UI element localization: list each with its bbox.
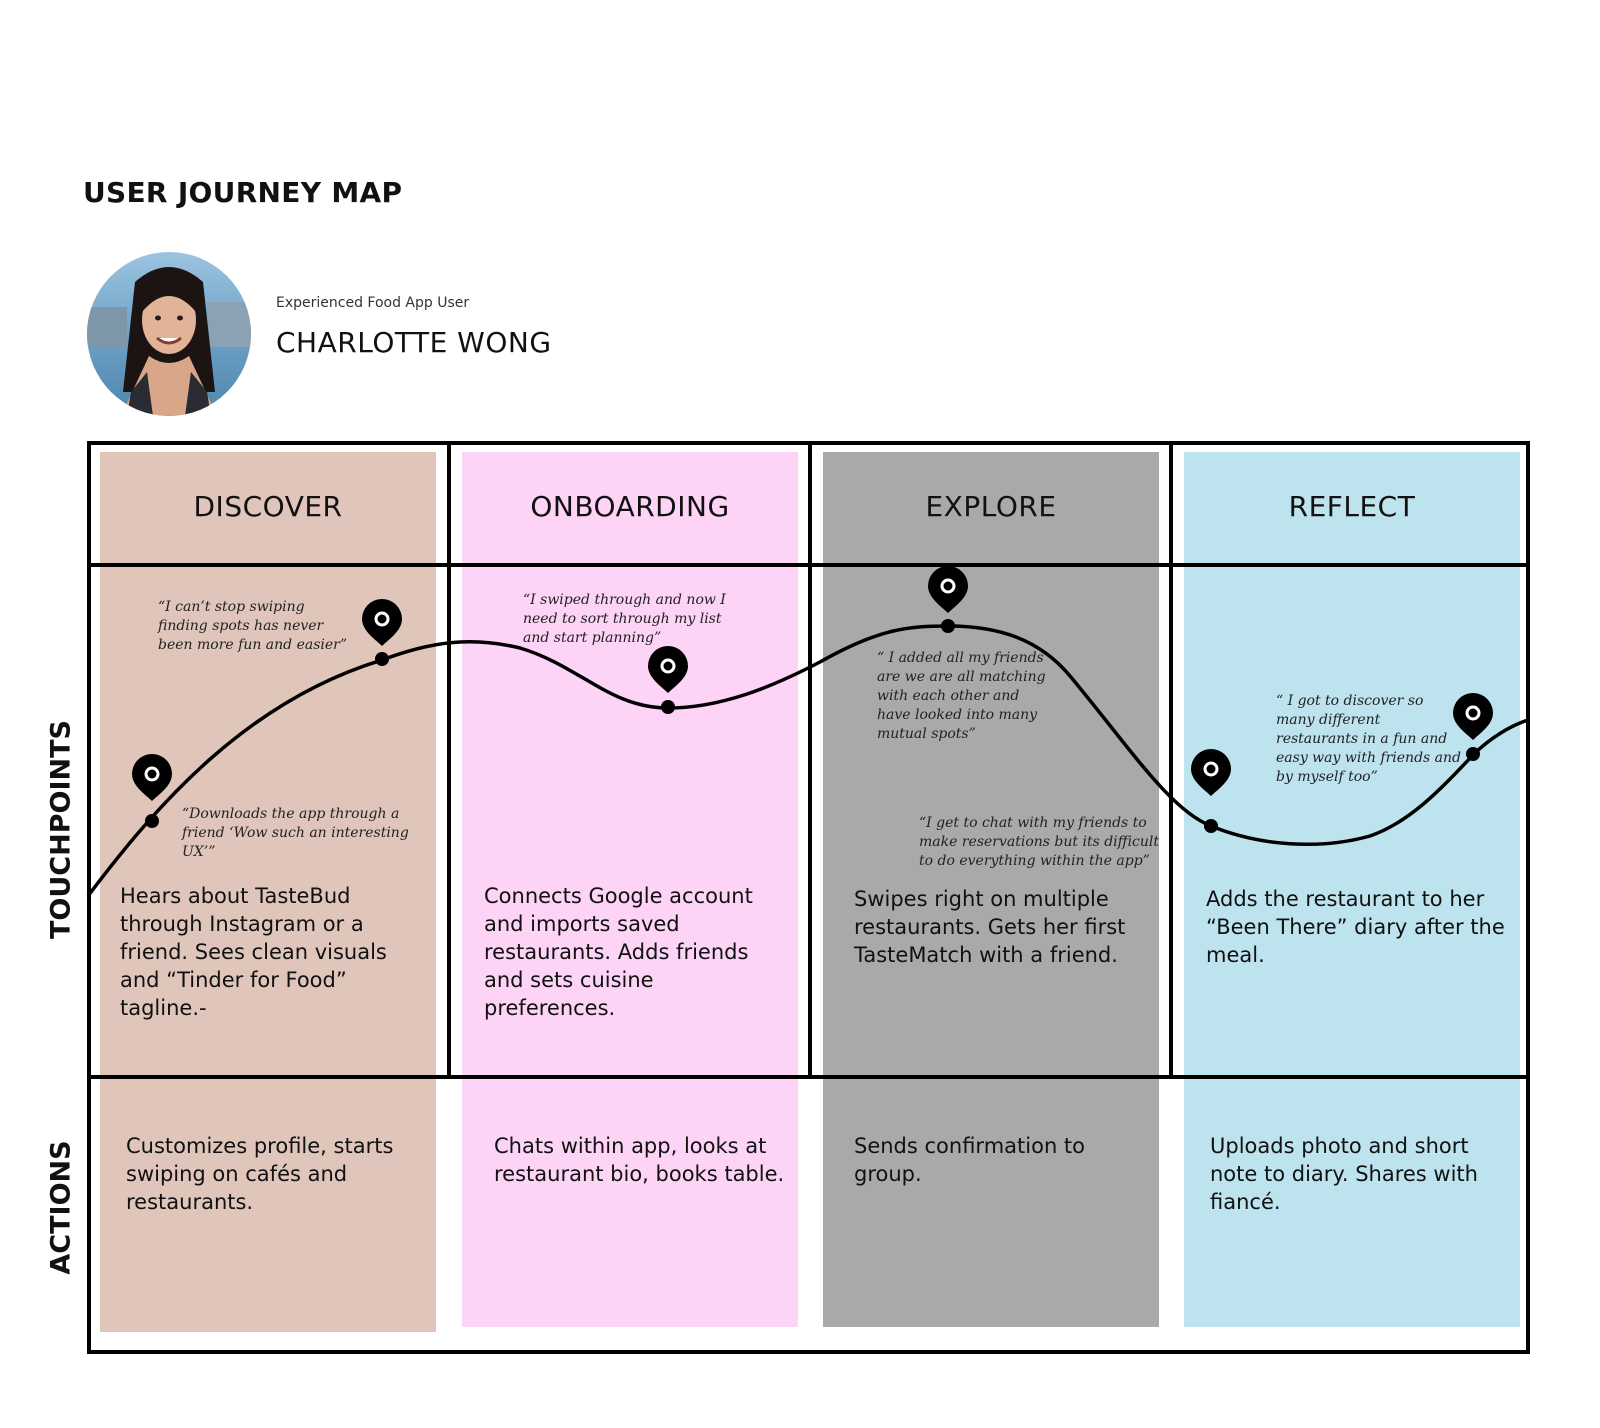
quote-reflect-1: “ I got to discover so many different re… (1276, 693, 1461, 785)
journey-point-6 (1453, 693, 1493, 761)
stage-title-reflect: REFLECT (1288, 490, 1416, 523)
touchpoint-onboarding: Connects Google account and imports save… (484, 884, 753, 1020)
divider-1 (447, 441, 451, 1077)
actions-separator (87, 1075, 1530, 1079)
emotion-curve-line (86, 624, 1529, 898)
touchpoint-discover: Hears about TasteBud through Instagram o… (120, 884, 387, 1020)
header-separator (87, 563, 1530, 567)
touchpoint-explore: Swipes right on multiple restaurants. Ge… (854, 887, 1126, 967)
persona-role: Experienced Food App User (276, 295, 470, 311)
stage-bg-reflect (1184, 452, 1520, 1327)
stage-title-discover: DISCOVER (193, 490, 343, 523)
quote-explore-1: “ I added all my friends are we are all … (877, 650, 1046, 742)
quote-onboarding-1: “I swiped through and now I need to sort… (523, 592, 726, 646)
persona-name: CHARLOTTE WONG (276, 326, 552, 359)
touchpoint-reflect: Adds the restaurant to her “Been There” … (1206, 887, 1505, 967)
action-discover: Customizes profile, starts swiping on ca… (126, 1134, 394, 1214)
journey-point-2 (362, 599, 402, 666)
stage-title-onboarding: ONBOARDING (530, 490, 730, 523)
quote-discover-1: “I can’t stop swiping finding spots has … (158, 599, 347, 653)
journey-point-4 (928, 566, 968, 633)
divider-2 (808, 441, 812, 1077)
frame-left (87, 441, 91, 1354)
divider-3 (1169, 441, 1173, 1077)
action-reflect: Uploads photo and short note to diary. S… (1210, 1134, 1478, 1214)
action-explore: Sends confirmation to group. (854, 1134, 1086, 1186)
journey-point-5 (1191, 749, 1231, 833)
journey-point-3 (648, 646, 688, 714)
quote-explore-2: “I get to chat with my friends to make r… (919, 815, 1160, 869)
stage-title-explore: EXPLORE (925, 490, 1057, 523)
frame-right (1526, 441, 1530, 1354)
page-title: USER JOURNEY MAP (83, 176, 403, 209)
frame-bottom (87, 1350, 1530, 1354)
journey-point-1 (132, 754, 172, 828)
stage-bg-explore (823, 452, 1159, 1327)
action-onboarding: Chats within app, looks at restaurant bi… (494, 1134, 785, 1186)
stage-bg-onboarding (462, 452, 798, 1327)
persona-avatar (87, 252, 251, 416)
stage-bg-discover (100, 452, 436, 1332)
quote-discover-2: “Downloads the app through a friend ‘Wow… (182, 806, 409, 860)
